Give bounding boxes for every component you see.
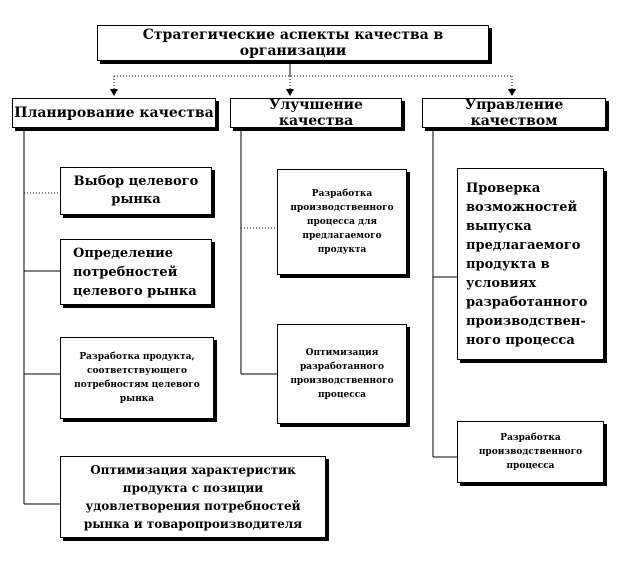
- arrow-col3: [508, 89, 516, 96]
- planning-item-2-text: Определение потребностей целевого рынка: [73, 245, 197, 299]
- root-label: Стратегические аспекты качества в органи…: [142, 27, 444, 59]
- management-item-1-text: Проверка возможностей выпуска предлагаем…: [466, 180, 588, 348]
- planning-item-1: Выбор целевого рынка: [60, 167, 212, 215]
- column-header-improvement-label: Улучшение качества: [269, 97, 363, 129]
- column-header-improvement: Улучшение качества: [230, 97, 402, 129]
- improvement-item-2: Оптимизация разработанного производствен…: [277, 324, 407, 424]
- column-header-planning-label: Планирование качества: [14, 105, 214, 121]
- column-header-planning: Планирование качества: [12, 98, 216, 128]
- management-item-2-text: Разработка производственного процесса: [478, 433, 583, 471]
- planning-item-3-text: Разработка продукта, соответствующего по…: [74, 352, 200, 404]
- planning-item-4-text: Оптимизация характеристик продукта с поз…: [83, 463, 303, 531]
- improvement-item-1-text: Разработка производственного процесса дл…: [290, 189, 394, 255]
- column-header-management: Управление качеством: [422, 97, 606, 129]
- planning-item-4: Оптимизация характеристик продукта с поз…: [60, 456, 326, 538]
- column-header-management-label: Управление качеством: [464, 97, 564, 129]
- arrow-col2: [286, 89, 294, 96]
- root-node: Стратегические аспекты качества в органи…: [97, 25, 489, 61]
- management-item-1: Проверка возможностей выпуска предлагаем…: [457, 168, 604, 360]
- improvement-item-2-text: Оптимизация разработанного производствен…: [290, 348, 394, 400]
- arrow-col1: [110, 89, 118, 96]
- improvement-item-1: Разработка производственного процесса дл…: [277, 169, 407, 275]
- management-item-2: Разработка производственного процесса: [457, 421, 604, 483]
- planning-item-2: Определение потребностей целевого рынка: [60, 239, 212, 305]
- planning-item-3: Разработка продукта, соответствующего по…: [60, 337, 214, 419]
- planning-item-1-text: Выбор целевого рынка: [73, 174, 199, 207]
